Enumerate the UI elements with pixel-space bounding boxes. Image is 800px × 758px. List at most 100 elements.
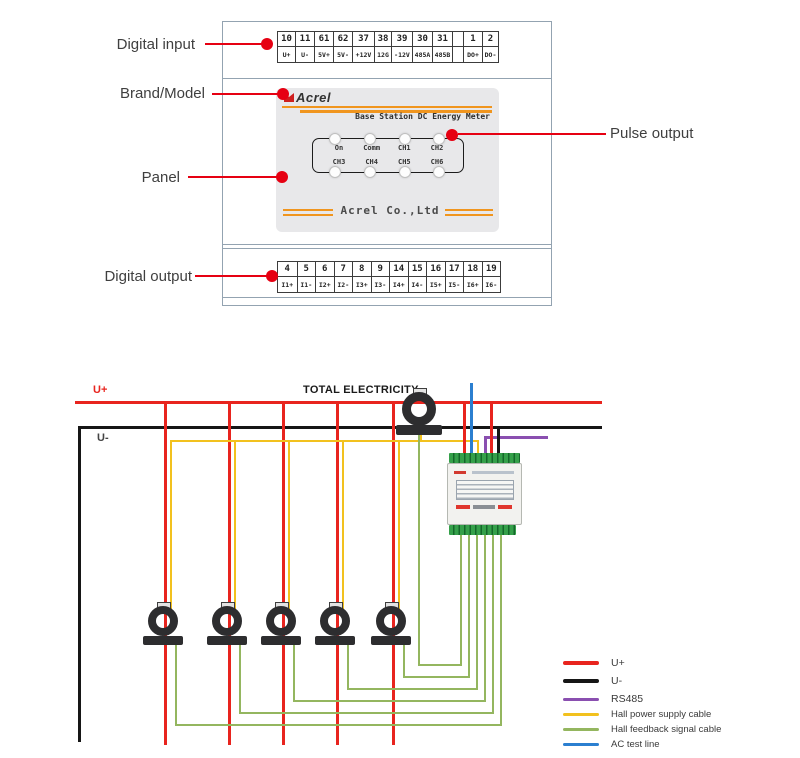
ac-test-wire (470, 383, 473, 456)
terminal-label: I3+ (352, 277, 371, 292)
terminal-label: 485A (412, 47, 432, 62)
legend-swatch-purple (563, 697, 599, 701)
legend-label: Hall feedback signal cable (611, 724, 722, 735)
terminal-number: 17 (444, 262, 463, 277)
terminal-number: 14 (389, 262, 408, 277)
legend-row-rs485: RS485 (563, 693, 643, 705)
led-ch1 (399, 133, 411, 145)
meter-red-band (456, 505, 470, 509)
terminal-number: 61 (314, 32, 333, 47)
callout-digital-output: Digital output (104, 268, 192, 285)
hall-feedback-wire (175, 724, 502, 726)
led-on (329, 133, 341, 145)
hall-sensor-clamp (371, 602, 411, 648)
hall-power-wire (342, 440, 344, 622)
terminal-label: I5+ (426, 277, 445, 292)
legend-row-hall-feedback: Hall feedback signal cable (563, 724, 721, 735)
callout-line (458, 133, 606, 136)
terminal-label: -12V (391, 47, 412, 62)
callout-dot (446, 129, 458, 141)
clamp-base (207, 636, 247, 645)
hall-power-wire-meter (477, 440, 479, 456)
led-label: CH6 (430, 158, 444, 166)
legend-swatch-red (563, 661, 599, 665)
hall-feedback-wire (239, 638, 241, 714)
terminal-label: I1- (296, 277, 316, 292)
terminal-label: DO+ (463, 47, 482, 62)
terminal-number: 2 (482, 32, 498, 47)
terminal-label: +12V (352, 47, 374, 62)
callout-dot (277, 88, 289, 100)
hall-feedback-wire (468, 530, 470, 678)
clamp-ring (266, 606, 296, 636)
terminal-label: 5V+ (314, 47, 333, 62)
terminal-label: I5- (444, 277, 464, 292)
terminal-number: 7 (333, 262, 352, 277)
led-comm (364, 133, 376, 145)
legend-label: U+ (611, 657, 625, 669)
led-label: On (334, 144, 344, 152)
callout-digital-input: Digital input (116, 36, 195, 53)
clamp-ring (148, 606, 178, 636)
hall-sensor-clamp (207, 602, 247, 648)
meter-top-terminals (449, 453, 520, 463)
hall-feedback-wire (484, 530, 486, 702)
digital-output-terminal-table: 4 5 6 7 8 9 14 15 16 17 18 19 I1+ I1- I2… (277, 261, 501, 293)
branch-wire-red (392, 401, 395, 745)
hall-power-wire (234, 440, 236, 622)
meter-red-band (498, 505, 512, 509)
hall-sensor-clamp (315, 602, 355, 648)
led-label-row: On Comm CH1 CH2 (313, 144, 463, 152)
meter-u-plus-wire (490, 401, 493, 456)
panel-subtitle: Base Station DC Energy Meter (355, 112, 490, 121)
footer-accent-line (283, 209, 333, 211)
hall-feedback-wire (403, 638, 405, 678)
hall-sensor-clamp-total (396, 388, 442, 438)
legend-swatch-yellow (563, 713, 599, 716)
clamp-base (371, 636, 411, 645)
hall-feedback-wire (460, 530, 462, 666)
terminal-number: 16 (426, 262, 445, 277)
hall-feedback-wire (293, 700, 486, 702)
clamp-base (143, 636, 183, 645)
divider (223, 78, 551, 79)
terminal-label: I2- (333, 277, 353, 292)
hall-feedback-wire-total (418, 428, 420, 666)
terminal-label: I3- (370, 277, 390, 292)
terminal-label: I1+ (281, 280, 294, 289)
meter-terminal-map (456, 480, 514, 500)
legend-swatch-blue (563, 743, 599, 746)
hall-feedback-wire (476, 530, 478, 690)
hall-power-wire (398, 440, 400, 622)
terminal-label: U- (295, 47, 314, 62)
terminal-number: 11 (295, 32, 314, 47)
callout-panel: Panel (141, 169, 180, 186)
hall-feedback-wire (347, 638, 349, 690)
hall-feedback-wire (347, 688, 478, 690)
terminal-label: U+ (282, 50, 291, 59)
clamp-ring (212, 606, 242, 636)
legend-label: Hall power supply cable (611, 709, 712, 720)
terminal-number: 15 (407, 262, 426, 277)
led-ch4 (364, 166, 376, 178)
hall-sensor-clamp (261, 602, 301, 648)
hall-feedback-wire (403, 676, 470, 678)
meter-bottom-terminals (449, 525, 516, 535)
terminal-number: 38 (374, 32, 391, 47)
clamp-ring (320, 606, 350, 636)
hall-feedback-wire (175, 638, 177, 726)
led-label: CH1 (397, 144, 411, 152)
meter-body (447, 463, 522, 525)
hall-sensor-clamp (143, 602, 183, 648)
legend-row-hall-power: Hall power supply cable (563, 709, 711, 720)
divider (223, 248, 551, 249)
led-label: CH3 (332, 158, 346, 166)
callout-dot (261, 38, 273, 50)
u-minus-bus-wire (78, 426, 602, 429)
u-plus-label: U+ (93, 384, 108, 396)
terminal-number: 18 (463, 262, 482, 277)
hall-power-bus-wire (171, 440, 479, 442)
branch-wire-red (282, 401, 285, 745)
rs485-wire (484, 436, 487, 456)
